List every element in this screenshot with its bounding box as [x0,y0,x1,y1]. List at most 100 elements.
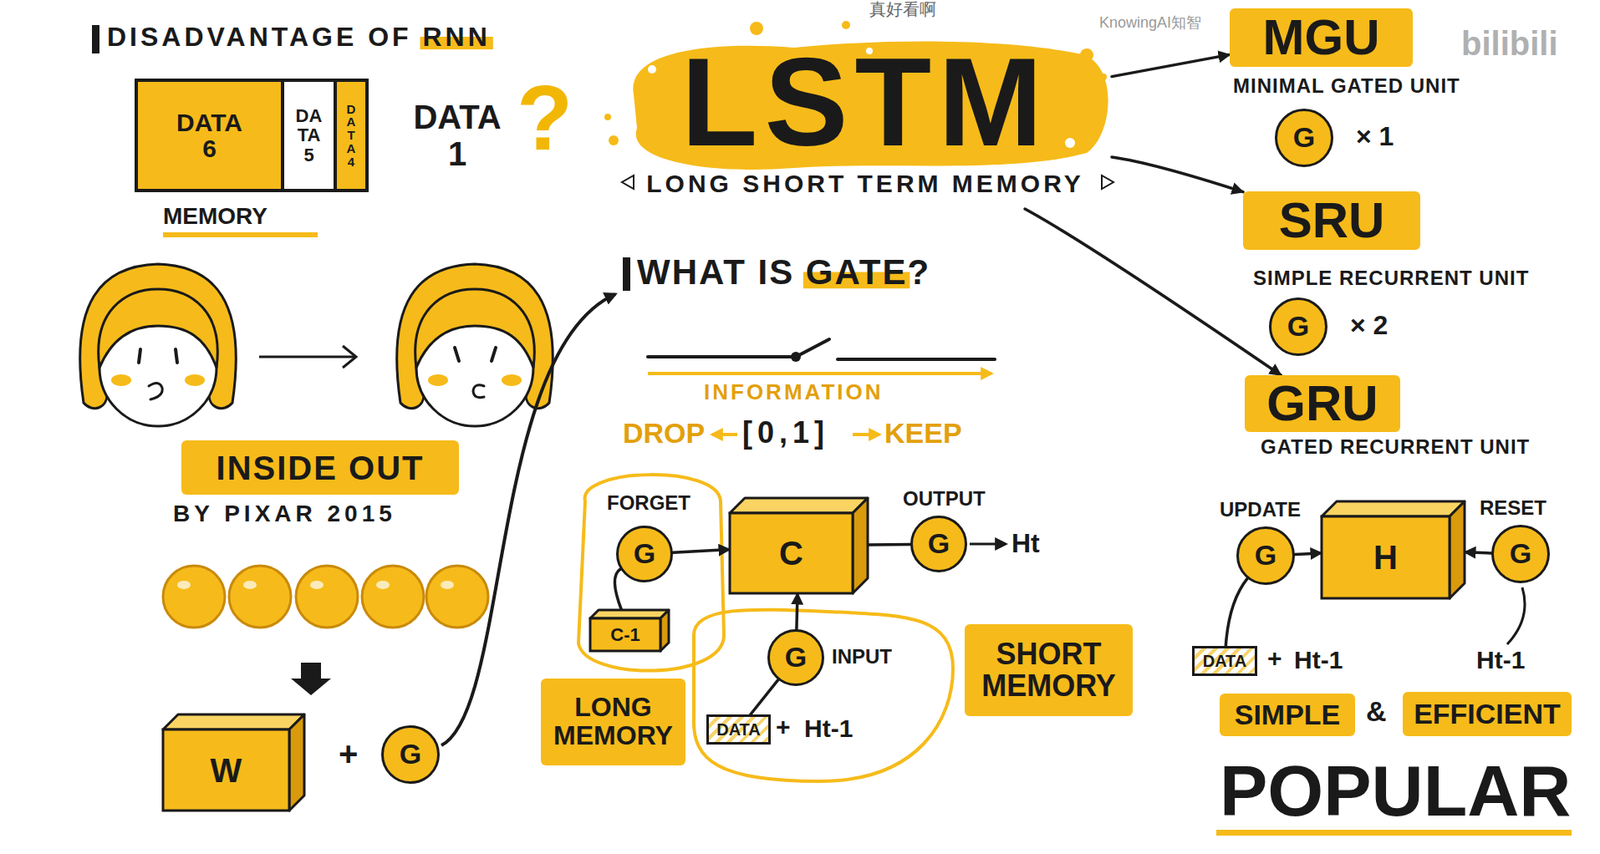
memory-ball [310,580,324,590]
heading-bar [91,25,100,54]
gate-circle-shape [382,727,439,784]
data-label: DATA 1 [402,98,512,173]
input-gate-shape [769,631,824,686]
face-illustration [184,374,205,387]
emphasis-underline [1216,830,1572,836]
emphasis-underline [1216,830,1572,836]
node-text: C-1 [610,625,640,645]
node-text: W [210,753,243,789]
data-cell: DATA 5 [280,81,337,189]
subtitle-triangle [1101,175,1114,189]
node-text: SRU [1278,195,1386,246]
reset-gate: GRESET [1491,524,1550,584]
lstm-title: LSTMLONG SHORT TERM MEMORY [618,35,1112,209]
trait-band: EFFICIENT [1402,692,1572,737]
question-mark: ? [516,71,573,164]
node-text: LONG MEMORY [547,693,679,750]
cell-state-box: C [729,498,868,594]
node-text: DATA 6 [168,109,252,163]
node-text: G [1509,539,1532,570]
ampersand: & [1365,696,1387,728]
plus-sign: + [338,735,358,773]
node-heading: SIMPLE RECURRENT UNIT [1253,267,1529,290]
scale-label: KEEP [884,417,963,449]
switch-symbol [647,339,995,362]
memory-ball [163,565,489,628]
node-heading: UPDATE [1219,499,1301,521]
flow-arrow [647,371,992,376]
connector-arrow [1294,553,1322,556]
memory-ball [177,580,191,590]
lstm-title-shape [1064,137,1076,148]
output-gate: GOUTPUT [910,515,968,573]
hidden-state-box-shape [1321,516,1450,599]
group-loop [578,474,724,671]
transition-arrow [259,356,356,359]
face-illustration [148,382,163,400]
face-illustration [138,349,141,363]
node-text: SIMPLE [1234,700,1341,731]
output-arrow [969,543,1006,546]
node-text: DATA [716,721,761,739]
connector-arrow [796,593,798,630]
face-illustration [428,374,449,387]
weight-box-shape [289,714,305,811]
node-text: G [399,739,422,770]
face-illustration [175,349,178,363]
connector-arrow [867,543,911,547]
node-text: EFFICIENT [1413,699,1561,730]
flow-arrow [852,433,880,437]
data-box: DATA [706,714,771,745]
face-illustration [415,289,536,368]
node-text: MGU [1263,12,1381,63]
hidden-state-box-shape [1449,501,1465,599]
flow-arrow [712,433,738,437]
weight-box: W [163,714,305,811]
paint-splatter [608,135,619,146]
data-cell: DATA 6 [137,81,281,189]
node-text: DATA 5 [295,106,324,164]
connector-arrow [1464,552,1492,554]
model-band: GRUGATED RECURRENT UNIT [1244,375,1401,433]
input-gate: GINPUT [767,629,825,687]
face-illustration [80,264,237,427]
memory-band: LONG MEMORY [540,678,686,766]
group-loop [693,610,953,782]
heading-bar [91,25,631,291]
node-text: SHORT MEMORY [971,638,1127,703]
memory-ball [163,565,225,628]
section-heading: DISADVANTAGE OF RNN [107,22,491,52]
hidden-state-box: H [1321,501,1465,599]
watermark: KnowingAI知智 [1099,15,1202,32]
signal-name: Ht [1011,529,1040,559]
node-text: DATA [1202,652,1248,671]
node-text: G [1293,122,1315,153]
node-heading: MEMORY [163,203,268,230]
paint-splatter [749,21,764,36]
reset-gate-shape [1492,526,1550,583]
gate-circle-shape [1276,110,1333,167]
node-text: G [1287,311,1310,342]
output-arrow [969,544,1006,546]
emphasis-text: POPULAR [1219,754,1571,827]
watermark: bilibili [1461,25,1559,62]
memory-ball [376,580,390,590]
paint-splatter [841,20,851,30]
node-heading: RESET [1479,497,1547,520]
gate-circle: G [1274,108,1334,168]
connector-arrow [1225,578,1248,647]
down-arrow [290,662,332,696]
memory-ball [440,580,454,590]
memory-ball [426,565,489,628]
node-heading: FORGET [606,492,691,515]
face-illustration [98,289,219,368]
heading-bar [622,257,631,291]
model-band: MGUMINIMAL GATED UNIT [1229,8,1413,67]
node-text: LSTM [681,39,1050,165]
node-text: G [784,642,807,673]
scale-label: DROP [622,417,705,449]
signal-name: Ht-1 [1294,646,1343,674]
subtitle-triangle [621,175,634,189]
signal-name: Ht-1 [1476,646,1525,674]
gate-circle: G [1268,297,1328,357]
